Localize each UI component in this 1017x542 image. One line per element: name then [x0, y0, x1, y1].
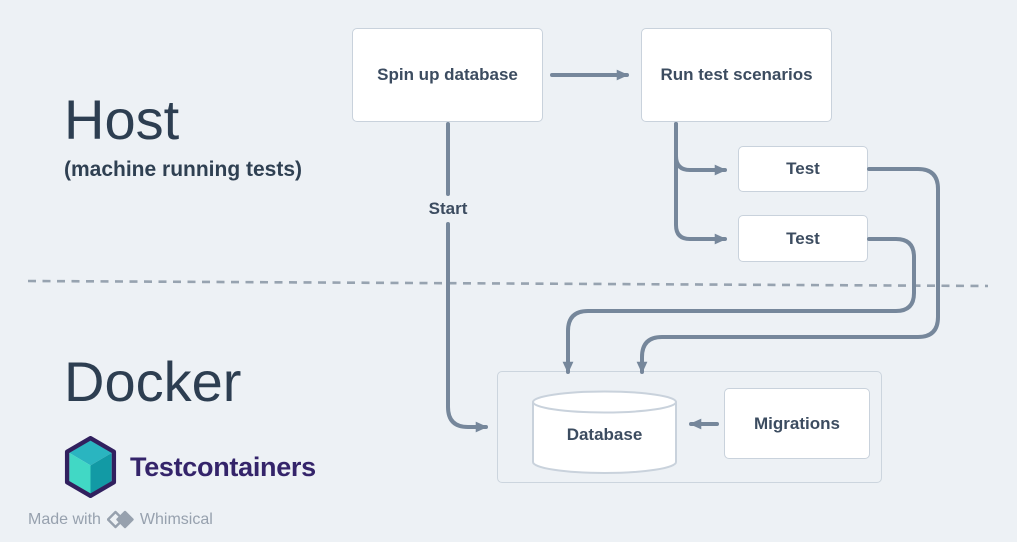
node-run-test-scenarios: Run test scenarios: [641, 28, 832, 122]
edge-test1-to-database: [636, 167, 940, 374]
host-section-title: Host: [64, 88, 180, 151]
node-database-label: Database: [566, 425, 643, 444]
start-edge-label: Start: [415, 199, 481, 219]
node-spin-up-database-label: Spin up database: [377, 65, 518, 84]
docker-section-title: Docker: [64, 350, 242, 413]
node-migrations-label: Migrations: [754, 413, 840, 433]
database-cylinder-icon: [532, 390, 677, 474]
node-migrations: Migrations: [724, 388, 870, 459]
testcontainers-logo-lockup: Testcontainers: [63, 436, 316, 498]
made-with-whimsical-attribution: Made with Whimsical: [28, 510, 213, 529]
node-test-2-label: Test: [786, 228, 820, 248]
testcontainers-wordmark: Testcontainers: [130, 451, 316, 482]
host-section-subtitle: (machine running tests): [64, 158, 303, 181]
whimsical-text: Whimsical: [139, 510, 213, 528]
whimsical-icon: [106, 510, 134, 529]
edge-start-lower-segment: [446, 222, 488, 433]
node-database: Database: [531, 390, 678, 475]
host-docker-divider-line: [27, 279, 989, 288]
edge-run-to-test2: [674, 122, 727, 245]
node-test-1-label: Test: [786, 159, 820, 178]
edge-run-to-test1: [674, 122, 727, 176]
node-test-1: Test: [738, 146, 868, 192]
node-test-2: Test: [738, 215, 868, 262]
node-spin-up-database: Spin up database: [352, 28, 543, 122]
node-run-test-scenarios-label: Run test scenarios: [660, 65, 813, 84]
made-with-text: Made with: [28, 510, 101, 528]
testcontainers-cube-icon: [64, 436, 117, 498]
